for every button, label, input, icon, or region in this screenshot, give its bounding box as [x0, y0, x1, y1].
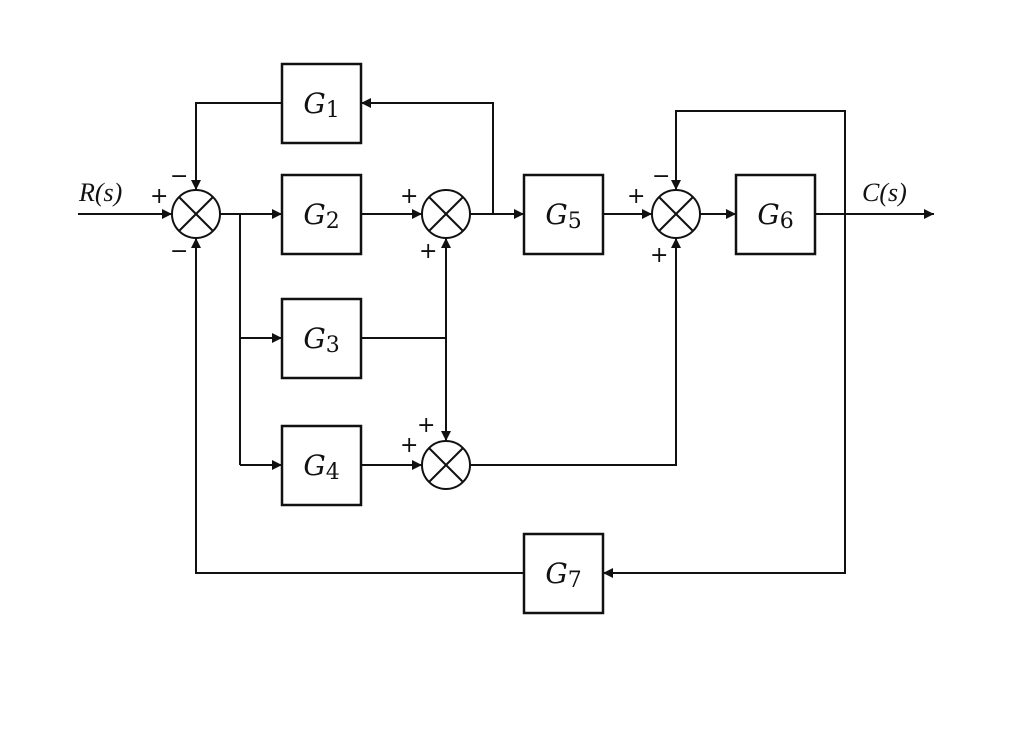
s4-left-sign: +: [627, 184, 645, 209]
s4-bottom-sign: +: [650, 243, 668, 268]
summing-junction-2: [421, 189, 471, 239]
s1-bottom-sign: −: [170, 239, 188, 264]
svg-text:G7: G7: [545, 557, 581, 593]
svg-text:G4: G4: [303, 449, 339, 485]
block-g3: G3: [280, 297, 363, 380]
g7-to-s1-wire: [191, 238, 524, 574]
block-g5: G5: [522, 173, 605, 256]
svg-text:G3: G3: [303, 322, 339, 358]
s2-bottom-sign: +: [419, 239, 437, 264]
s4-top-sign: −: [652, 164, 670, 189]
summing-junction-4: [651, 189, 701, 239]
block-g1: G1: [280, 62, 363, 145]
summing-junction-1: [171, 189, 221, 239]
s3-left-sign: +: [400, 433, 418, 458]
block-g7: G7: [522, 532, 605, 615]
g1-feedback-in-wire: [361, 98, 494, 214]
svg-text:G5: G5: [545, 198, 581, 234]
svg-text:G6: G6: [757, 198, 793, 234]
s1-top-sign: −: [170, 164, 188, 189]
summing-junction-3: [421, 440, 471, 490]
s3-to-s4-wire: [470, 238, 681, 466]
block-g4: G4: [280, 424, 363, 507]
g1-to-s1-wire: [191, 102, 282, 190]
s1-left-sign: +: [150, 184, 168, 209]
s4-feedback-wire: [671, 110, 846, 214]
s3-top-sign: +: [417, 413, 435, 438]
output-label: C(s): [862, 178, 907, 207]
s2-left-sign: +: [400, 184, 418, 209]
block-g2: G2: [280, 173, 363, 256]
input-label: R(s): [78, 178, 122, 207]
block-g6: G6: [734, 173, 817, 256]
g7-feedback-in-wire: [603, 214, 846, 578]
svg-text:G1: G1: [303, 87, 339, 123]
svg-text:G2: G2: [303, 198, 339, 234]
